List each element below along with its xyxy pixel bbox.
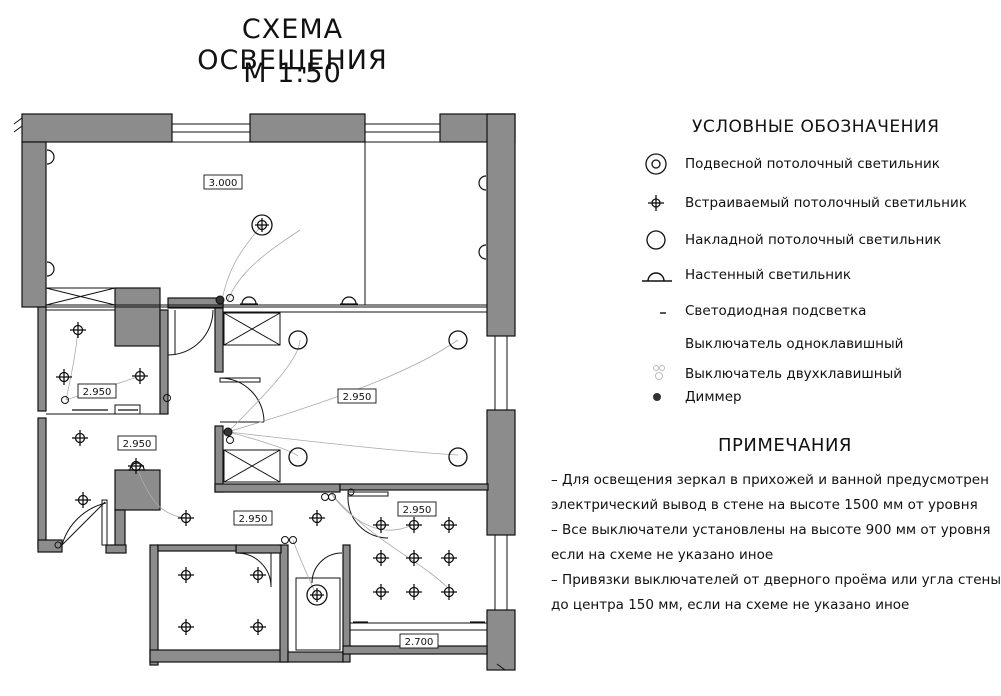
legend-label: Выключатель двухклавишный (685, 366, 903, 382)
led-strip-icon (660, 312, 666, 314)
legend-item-recessed: Встраиваемый потолочный светильник (640, 189, 980, 217)
ceiling-height-kitchen-low: 2.700 (405, 637, 434, 648)
notes-block: – Для освещения зеркал в прихожей и ванн… (540, 460, 1001, 620)
doors (61, 309, 389, 588)
legend-label: Выключатель одноклавишный (685, 336, 904, 352)
note-line: если на схеме не указано иное (551, 547, 774, 563)
wall-light-icon (642, 272, 672, 282)
surface-light-icon (646, 230, 666, 250)
section-marks (13, 117, 506, 671)
dimmer-icon (653, 393, 661, 401)
notes-heading: ПРИМЕЧАНИЯ (718, 435, 852, 456)
note-line: до центра 150 мм, если на схеме не указа… (551, 597, 910, 613)
drawing-scale: М 1:50 (243, 58, 342, 89)
ceiling-height-kitchen: 2.950 (403, 505, 432, 516)
legend-item-single-switch: Выключатель одноклавишный (640, 330, 980, 358)
led-strips (72, 409, 485, 623)
double-switch-icon (653, 365, 665, 380)
drawing-title: СХЕМА ОСВЕЩЕНИЯ (197, 14, 388, 76)
pendant-lights (251, 214, 328, 606)
legend-label: Настенный светильник (685, 267, 852, 283)
legend-label: Встраиваемый потолочный светильник (685, 195, 967, 211)
ceiling-height-hall: 2.950 (123, 439, 152, 450)
legend-item-double-switch: Выключатель двухклавишный (640, 360, 980, 388)
legend-label: Подвесной потолочный светильник (685, 156, 940, 172)
ceiling-height-bedroom: 2.950 (343, 392, 372, 403)
note-line: – Все выключатели установлены на высоте … (551, 522, 991, 538)
walls (21, 113, 516, 671)
pendant-light-icon (645, 153, 667, 175)
legend-label: Светодиодная подсветка (685, 303, 867, 319)
note-line: – Привязки выключателей от дверного проё… (551, 572, 1001, 588)
legend-item-surface: Накладной потолочный светильник (640, 226, 980, 254)
legend-label: Диммер (685, 389, 742, 405)
note-line: – Для освещения зеркал в прихожей и ванн… (551, 472, 989, 488)
ceiling-height-living: 3.000 (209, 178, 238, 189)
wall-lights (46, 149, 487, 471)
legend-item-dimmer: Диммер (640, 383, 980, 411)
recessed-light-icon (648, 195, 664, 211)
plan-lines (45, 123, 515, 671)
switches (54, 294, 355, 549)
legend-item-led: Светодиодная подсветка (640, 297, 980, 325)
legend-item-wall: Настенный светильник (640, 261, 980, 289)
dimmers (215, 295, 234, 444)
note-line: электрический вывод в стене на высоте 15… (551, 497, 978, 513)
ceiling-height-labels (77, 174, 439, 649)
ceiling-height-bath-upper: 2.950 (83, 387, 112, 398)
ceiling-height-corridor: 2.950 (239, 514, 268, 525)
legend-item-pendant: Подвесной потолочный светильник (640, 150, 980, 178)
legend-heading: УСЛОВНЫЕ ОБОЗНАЧЕНИЯ (692, 117, 940, 137)
legend-label: Накладной потолочный светильник (685, 232, 942, 248)
single-switch-icon (640, 330, 680, 358)
